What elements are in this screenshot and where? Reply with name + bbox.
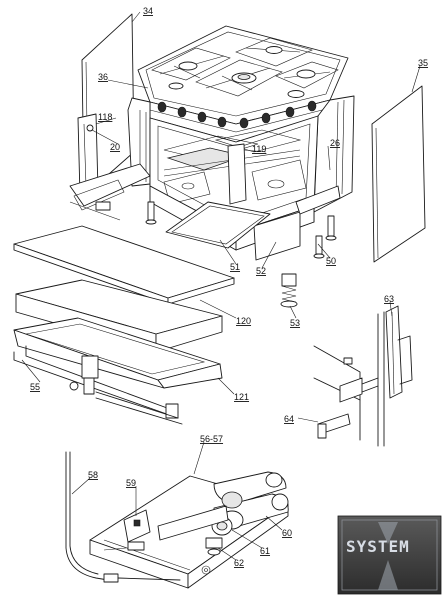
callout-34: 34 [143, 6, 153, 16]
callout-59: 59 [126, 478, 136, 488]
callout-35: 35 [418, 58, 428, 68]
lower-burner-assembly [89, 471, 289, 589]
callout-60: 60 [282, 528, 292, 538]
callout-53: 53 [290, 318, 300, 328]
callout-120: 120 [236, 316, 251, 326]
control-knobs [157, 100, 317, 129]
cooker-body [69, 25, 355, 261]
callout-labels: 34 35 36 118 20 119 26 51 52 50 120 53 5… [30, 6, 428, 568]
callout-118: 118 [98, 112, 112, 122]
callout-55: 55 [30, 382, 40, 392]
callout-61: 61 [260, 546, 270, 556]
part-51-door-glass [165, 201, 271, 249]
callout-121: 121 [234, 392, 249, 402]
leader-lines [21, 11, 421, 561]
parts-63-64-hinge-detail [313, 305, 413, 447]
callout-63: 63 [384, 294, 394, 304]
part-58-thermocouple-wire [65, 451, 181, 583]
part-35-right-side-panel [371, 85, 426, 263]
logo-text: SYSTEM [346, 537, 410, 556]
callout-36: 36 [98, 72, 108, 82]
callout-51: 51 [230, 262, 240, 272]
callout-20: 20 [110, 142, 120, 152]
system-logo: SYSTEM [337, 515, 442, 595]
callout-26: 26 [330, 138, 340, 148]
callout-56-57: 56-57 [200, 434, 223, 444]
callout-50: 50 [326, 256, 336, 266]
part-55-drawer-frame [13, 345, 183, 425]
callout-58: 58 [88, 470, 98, 480]
burners [168, 46, 316, 98]
part-53-spring [280, 273, 298, 308]
callout-119: 119 [252, 144, 266, 154]
callout-64: 64 [284, 414, 294, 424]
callout-62: 62 [234, 558, 244, 568]
callout-52: 52 [256, 266, 266, 276]
